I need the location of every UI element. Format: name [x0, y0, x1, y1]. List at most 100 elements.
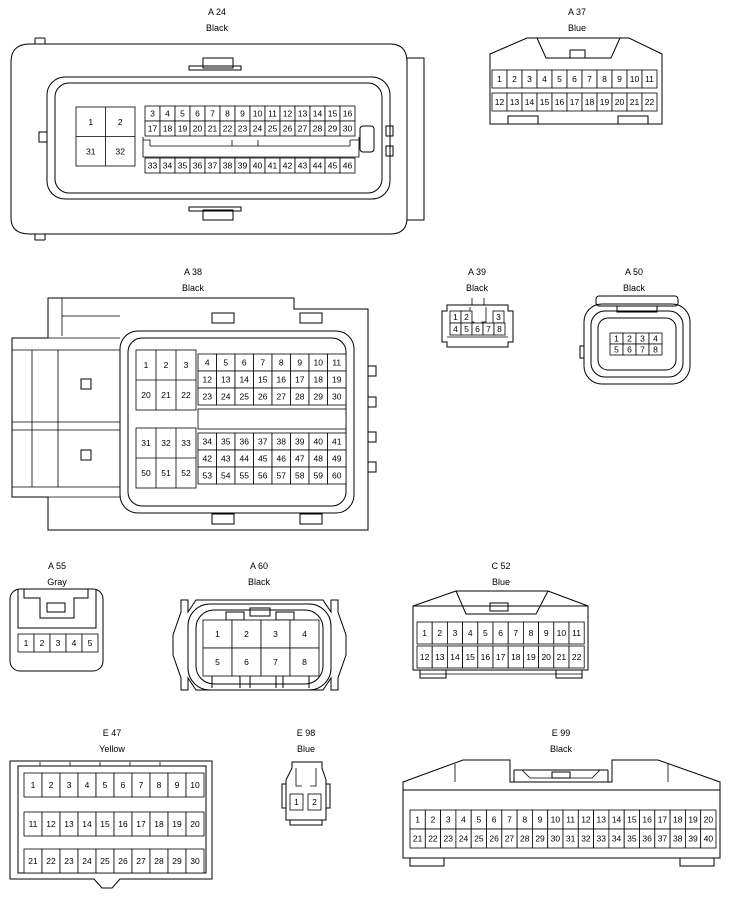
a37-pin-label: 7 [587, 74, 592, 84]
e99-pin-label: 34 [612, 834, 622, 844]
c52-pin-label: 4 [468, 628, 473, 638]
a37-pin-label: 22 [645, 97, 655, 107]
a38-pin-label: 1 [144, 360, 149, 370]
e99-pin-label: 2 [431, 815, 436, 825]
c52-pin-label: 19 [526, 652, 536, 662]
a38-pin-label: 36 [240, 437, 250, 447]
label-a55-color: Gray [47, 577, 67, 587]
a39-pin-label: 1 [453, 312, 458, 322]
a38-pin-label: 51 [161, 468, 171, 478]
a24-pin-label: 4 [165, 109, 170, 119]
a37-pin-label: 21 [630, 97, 640, 107]
c52-pin-label: 20 [541, 652, 551, 662]
c52-pin-label: 10 [557, 628, 567, 638]
a38-pin-label: 30 [332, 392, 342, 402]
a38-pin-label: 34 [203, 437, 213, 447]
a37-pin-label: 15 [540, 97, 550, 107]
a39-pin-label: 3 [496, 312, 501, 322]
c52-pin-label: 5 [483, 628, 488, 638]
e99-pin-label: 36 [642, 834, 652, 844]
a38-pin-label: 25 [240, 392, 250, 402]
e99-pin-label: 16 [642, 815, 652, 825]
a38-pin-label: 43 [221, 454, 231, 464]
a38-pin-label: 47 [295, 454, 305, 464]
a60-pin-cell [202, 647, 233, 677]
a24-pin-label: 17 [148, 124, 158, 134]
a38-pin-label: 21 [161, 390, 171, 400]
label-e99-id: E 99 [552, 728, 571, 738]
e47-pin-label: 11 [29, 819, 38, 829]
e47-pin-label: 1 [31, 780, 36, 790]
label-a39-color: Black [466, 283, 489, 293]
e47-pin-label: 17 [136, 819, 146, 829]
c52-pin-label: 15 [465, 652, 475, 662]
a38-pin-label: 52 [181, 468, 191, 478]
e99-pin-label: 21 [413, 834, 423, 844]
a38-pin-label: 17 [295, 375, 305, 385]
a60-pin-label: 8 [302, 657, 307, 667]
a37-pin-label: 2 [512, 74, 517, 84]
a24-pin-cell [339, 157, 356, 174]
a37-pin-label: 5 [557, 74, 562, 84]
label-a37-id: A 37 [568, 7, 586, 17]
e99-pin-label: 30 [551, 834, 561, 844]
connector-e99 [402, 759, 721, 867]
a38-pin-label: 23 [203, 392, 213, 402]
a37-pin-label: 19 [600, 97, 610, 107]
a38-pin-label: 55 [240, 471, 250, 481]
a38-pin-label: 41 [332, 437, 342, 447]
a60-pin-cell [289, 619, 320, 649]
a38-pin-label: 37 [258, 437, 268, 447]
e99-pin-label: 9 [538, 815, 543, 825]
label-e47-id: E 47 [103, 728, 122, 738]
e99-pin-label: 8 [522, 815, 527, 825]
a38-pin-label: 16 [277, 375, 287, 385]
a38-pin-label: 8 [279, 358, 284, 368]
e47-pin-label: 20 [190, 819, 200, 829]
a38-pin-label: 32 [161, 438, 171, 448]
a38-pin-label: 60 [332, 471, 342, 481]
a38-pin-label: 56 [258, 471, 268, 481]
a38-pin-label: 7 [260, 358, 265, 368]
e99-pin-label: 31 [566, 834, 576, 844]
a24-pin-label: 8 [225, 109, 230, 119]
a24-pin-label: 20 [193, 124, 203, 134]
e99-pin-label: 18 [673, 815, 683, 825]
a24-pin-label: 37 [208, 161, 218, 171]
a24-pin-label: 39 [238, 161, 248, 171]
e47-pin-label: 8 [157, 780, 162, 790]
a38-pin-label: 50 [141, 468, 151, 478]
a38-pin-label: 33 [181, 438, 191, 448]
e99-pin-label: 1 [415, 815, 420, 825]
a37-pin-label: 20 [615, 97, 625, 107]
a24-pin-label: 27 [298, 124, 308, 134]
e47-pin-label: 4 [85, 780, 90, 790]
a55-pin-label: 3 [56, 638, 61, 648]
a24-pin-label: 40 [253, 161, 263, 171]
e98-pin-cell [307, 793, 322, 811]
a38-pin-label: 57 [277, 471, 287, 481]
a37-pin-cell [641, 69, 658, 89]
e99-pin-cell [700, 828, 717, 849]
e47-pin-label: 7 [139, 780, 144, 790]
e99-pin-label: 33 [597, 834, 607, 844]
a38-pin-label: 35 [221, 437, 231, 447]
e99-pin-label: 35 [627, 834, 637, 844]
a38-pin-label: 39 [295, 437, 305, 447]
connector-a37 [489, 37, 663, 125]
a24-pin-label: 19 [178, 124, 188, 134]
e47-pin-label: 6 [121, 780, 126, 790]
a39-pin-label: 8 [497, 324, 502, 334]
e47-pin-cell [185, 772, 205, 798]
a24-pin-label: 6 [195, 109, 200, 119]
a38-pin-label: 58 [295, 471, 305, 481]
a24-pin-label: 41 [268, 161, 278, 171]
e47-pin-label: 5 [103, 780, 108, 790]
a50-pin-label: 1 [614, 334, 619, 344]
e99-pin-label: 12 [581, 815, 591, 825]
a24-pin-label: 46 [343, 161, 353, 171]
e47-pin-label: 12 [46, 819, 56, 829]
e99-pin-label: 13 [597, 815, 607, 825]
e47-pin-label: 22 [46, 856, 56, 866]
